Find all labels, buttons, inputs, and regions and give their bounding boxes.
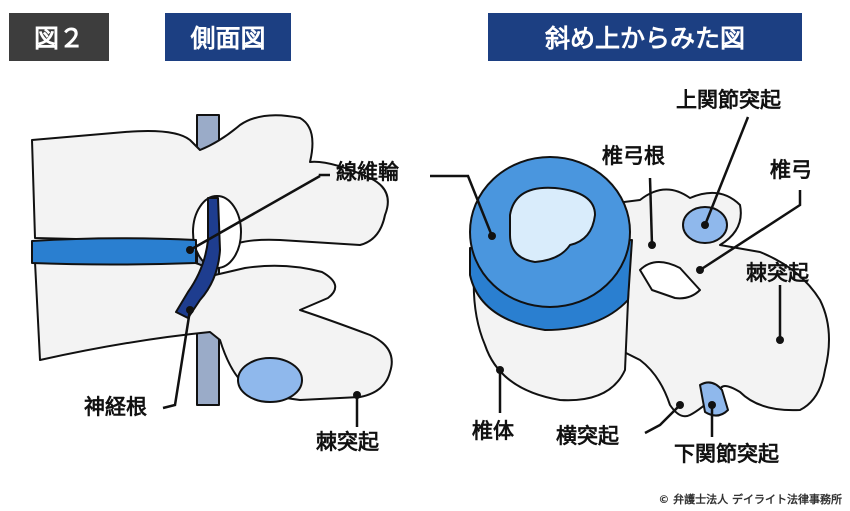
- side-lower-vertebra: [34, 261, 393, 401]
- copyright-notice: © 弁護士法人 デイライト法律事務所: [658, 493, 842, 506]
- leader-dots: [186, 221, 784, 409]
- label-spinous-process-oblique: 棘突起: [746, 261, 809, 285]
- leader-nerve-root: [162, 309, 192, 410]
- side-disc: [31, 237, 197, 266]
- dot-transverse: [676, 401, 684, 409]
- oblique-view-tag: 斜め上からみた図: [488, 13, 802, 61]
- label-superior-articular-process: 上関節突起: [676, 88, 781, 112]
- leader-superior-articular: [703, 116, 750, 226]
- oblique-vertebral-foramen: [639, 261, 701, 300]
- leader-transverse: [644, 404, 681, 435]
- label-annulus: 線維輪: [336, 160, 399, 184]
- side-upper-vertebra: [31, 114, 389, 251]
- oblique-inferior-facet: [699, 381, 729, 417]
- dot-inferior-articular: [708, 401, 716, 409]
- dot-annulus: [186, 246, 194, 254]
- side-view-illustration: [31, 114, 393, 406]
- leader-annulus: [189, 174, 321, 252]
- leader-annulus-oblique: [430, 174, 494, 237]
- leader-lamina: [699, 190, 802, 272]
- dot-lamina: [696, 266, 704, 274]
- label-pedicle: 椎弓根: [602, 144, 665, 168]
- dot-pedicle: [648, 241, 656, 249]
- label-spinous-process-side: 棘突起: [316, 430, 379, 454]
- dot-spinous-oblique: [776, 336, 784, 344]
- side-view-tag: 側面図: [165, 13, 291, 61]
- oblique-posterior-arch: [599, 188, 830, 418]
- dot-superior-articular: [701, 221, 709, 229]
- dot-vertebral-body: [496, 366, 504, 374]
- leader-annulus-tail: [318, 173, 330, 177]
- leader-pedicle: [648, 177, 654, 246]
- dot-annulus-oblique: [488, 232, 496, 240]
- label-vertebral-body: 椎体: [472, 419, 514, 443]
- side-lower-facet: [237, 357, 303, 403]
- label-transverse-process: 横突起: [556, 424, 619, 448]
- dot-spinous-side: [353, 391, 361, 399]
- label-lamina: 椎弓: [770, 158, 812, 182]
- figure-number-tag: 図２: [9, 13, 109, 61]
- label-inferior-articular-process: 下関節突起: [674, 442, 779, 466]
- dot-nerve-root: [186, 306, 194, 314]
- label-nerve-root: 神経根: [84, 395, 147, 419]
- oblique-nucleus: [509, 186, 596, 263]
- leader-lines: [162, 116, 802, 437]
- oblique-view-illustration: [469, 156, 830, 418]
